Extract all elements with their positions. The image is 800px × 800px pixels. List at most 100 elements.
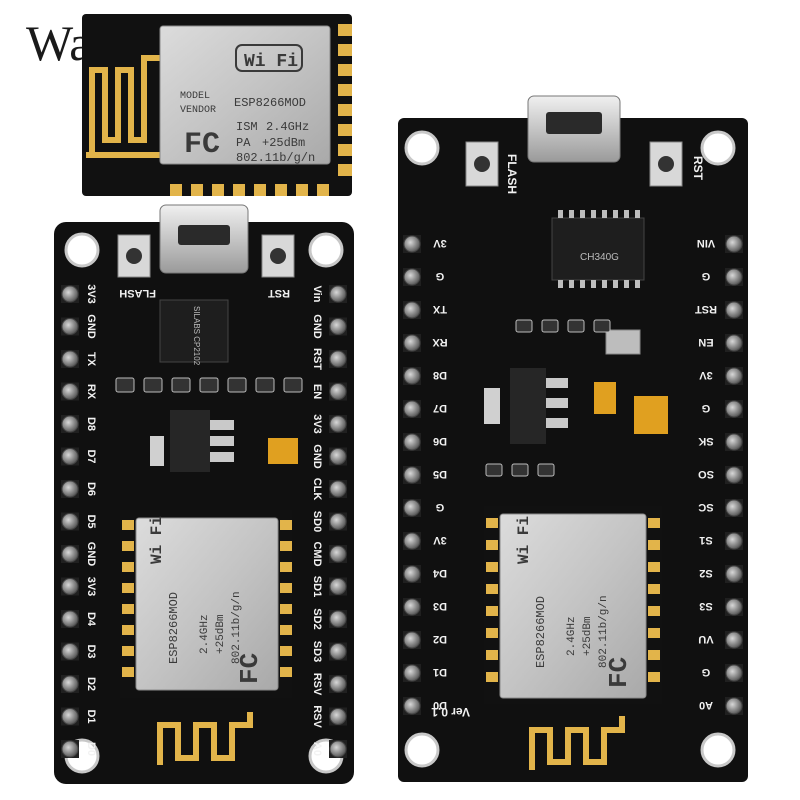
smd-component — [115, 377, 135, 393]
pin-label: SD3 — [311, 641, 323, 662]
header-pin — [61, 350, 79, 368]
pin-label: S1 — [699, 534, 712, 546]
castellated-pad — [122, 646, 134, 656]
header-pin — [329, 545, 347, 563]
header-pin — [725, 532, 743, 550]
pin-label: D2 — [433, 633, 447, 645]
header-pin — [329, 285, 347, 303]
svg-text:FC: FC — [604, 657, 634, 688]
header-pin — [403, 334, 421, 352]
header-pin — [725, 235, 743, 253]
antenna-trace — [529, 716, 625, 770]
svg-text:2.4GHz: 2.4GHz — [199, 614, 211, 654]
antenna-trace — [157, 712, 253, 765]
smd-component — [537, 463, 555, 477]
header-pin — [329, 578, 347, 595]
header-pin — [329, 708, 347, 725]
svg-text:2.4GHz: 2.4GHz — [566, 616, 578, 656]
pin-label: S3 — [699, 600, 712, 612]
smd-component — [541, 319, 559, 333]
header-pin — [403, 565, 421, 583]
smd-component — [143, 377, 163, 393]
pin-label: D0 — [85, 742, 97, 756]
top-shield-text: Wi Fi MODEL VENDOR ESP8266MOD ISM 2.4GHz… — [180, 44, 315, 165]
header-pin — [403, 499, 421, 517]
castellated-pad — [280, 562, 292, 572]
castellated-pad — [338, 64, 352, 76]
header-pin — [403, 301, 421, 319]
version-label: Ver 0.1 — [431, 705, 470, 719]
smd-component — [511, 463, 529, 477]
esp-shield — [135, 517, 279, 691]
mounting-hole — [308, 232, 344, 268]
castellated-pad — [280, 625, 292, 635]
pin-label: SC — [698, 501, 713, 513]
pin-label: EN — [698, 336, 713, 348]
svg-text:+25dBm: +25dBm — [582, 616, 594, 656]
castellated-pad — [648, 540, 660, 550]
svg-text:VENDOR: VENDOR — [180, 105, 216, 116]
header-pin — [403, 433, 421, 451]
svg-text:ESP8266MOD: ESP8266MOD — [234, 96, 306, 110]
header-pin — [403, 268, 421, 286]
header-pin — [61, 513, 79, 530]
pin-label: G — [436, 501, 445, 513]
header-pin — [403, 532, 421, 550]
tantalum-capacitor — [594, 382, 616, 414]
flash-label: FLASH — [119, 287, 156, 299]
smd-component — [255, 377, 275, 393]
header-pin — [403, 235, 421, 253]
header-pin — [61, 448, 79, 465]
right-esp-text: ESP8266MOD 2.4GHz +25dBm 802.11b/g/n Wi … — [515, 516, 634, 688]
pin-label: SD2 — [311, 608, 323, 629]
pin-label: VIN — [697, 237, 715, 249]
header-pin — [329, 643, 347, 660]
castellated-pad — [338, 84, 352, 96]
smd-component — [593, 319, 611, 333]
pin-label: D5 — [85, 514, 97, 528]
header-pin — [61, 578, 79, 595]
pin-label: D0 — [433, 699, 447, 711]
header-pin — [61, 610, 79, 628]
tantalum-capacitor — [634, 396, 668, 434]
pin-label: 3V3 — [85, 284, 97, 304]
pin-label: TX — [432, 303, 447, 315]
header-pin — [403, 367, 421, 385]
svg-text:ESP8266MOD: ESP8266MOD — [167, 592, 181, 664]
pin-label: GND — [311, 314, 323, 339]
pin-label: Vin — [311, 286, 323, 303]
voltage-regulator — [170, 410, 210, 472]
castellated-pad — [280, 541, 292, 551]
smd-component — [567, 319, 585, 333]
castellated-pad — [486, 562, 498, 572]
header-pin — [329, 350, 347, 368]
pin-label: GND — [85, 314, 97, 339]
svg-text:+25dBm: +25dBm — [215, 614, 227, 654]
mounting-hole — [64, 232, 100, 268]
mounting-hole — [404, 130, 440, 166]
svg-text:MODEL: MODEL — [180, 91, 210, 102]
usb-uart-chip — [159, 299, 229, 363]
pin-label: 3V3 — [311, 414, 323, 434]
castellated-pad — [338, 124, 352, 136]
castellated-pad — [648, 562, 660, 572]
castellated-pad — [122, 562, 134, 572]
pin-label: D7 — [433, 402, 447, 414]
pin-label: D8 — [85, 417, 97, 431]
pin-label: D1 — [433, 666, 447, 678]
pin-label: D4 — [85, 612, 97, 627]
header-pin — [725, 367, 743, 385]
svg-text:+25dBm: +25dBm — [262, 136, 305, 150]
header-pin — [329, 740, 347, 758]
castellated-pad — [486, 650, 498, 660]
header-pin — [329, 675, 347, 693]
svg-text:802.11b/g/n: 802.11b/g/n — [236, 151, 315, 165]
castellated-pad — [170, 184, 182, 196]
header-pin — [725, 631, 743, 649]
castellated-pad — [191, 184, 203, 196]
mounting-hole — [404, 732, 440, 768]
pin-label: CMD — [311, 541, 323, 566]
header-pin — [725, 664, 743, 682]
pin-label: 3V3 — [85, 577, 97, 597]
